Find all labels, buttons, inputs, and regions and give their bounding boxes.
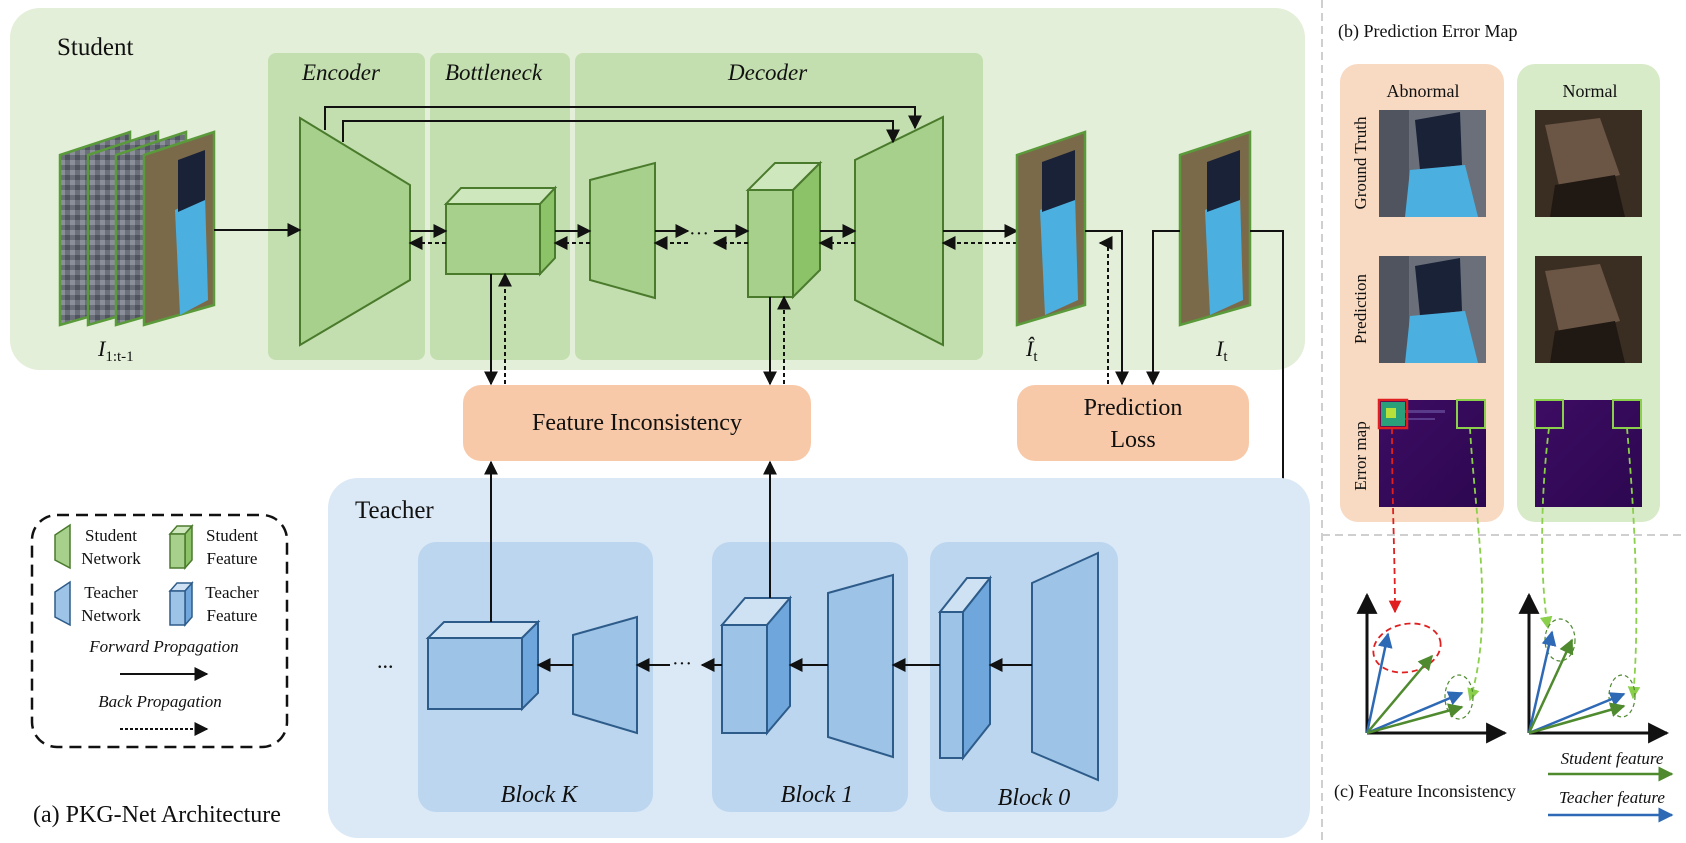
teacher-network-0 bbox=[1031, 551, 1099, 782]
decoder-stage-1 bbox=[589, 161, 656, 300]
legend-teacher-network-1: Teacher bbox=[84, 583, 138, 602]
loss-to-pred-back bbox=[1098, 236, 1113, 384]
decoder-feature bbox=[745, 160, 823, 300]
student-feature-legend-label: Student feature bbox=[1561, 749, 1664, 768]
legend-back-label: Back Propagation bbox=[98, 692, 222, 711]
block-0-label: Block 0 bbox=[998, 785, 1071, 811]
predicted-frame bbox=[1015, 130, 1087, 327]
feature-inconsistency-box bbox=[463, 385, 811, 461]
abnormal-highlight-green bbox=[1456, 399, 1486, 429]
gt-label: It bbox=[1215, 336, 1228, 365]
decoder-ellipsis: ··· bbox=[689, 223, 709, 245]
decoder-network bbox=[854, 115, 944, 347]
prediction-loss-box bbox=[1017, 385, 1249, 461]
abnormal-green-connector bbox=[1467, 427, 1484, 702]
feature-inconsistency-label: Feature Inconsistency bbox=[532, 410, 742, 436]
abnormal-feature-plot bbox=[1356, 592, 1508, 744]
abnormal-error-map bbox=[1379, 400, 1486, 507]
normal-left-connector bbox=[1539, 427, 1553, 630]
legend-teacher-feature-2: Feature bbox=[207, 606, 258, 625]
legend-forward-label: Forward Propagation bbox=[88, 637, 238, 656]
teacher-ellipsis-far: ... bbox=[377, 648, 394, 673]
legend-student-network-icon bbox=[54, 523, 71, 570]
legend-student-network-2: Network bbox=[81, 549, 141, 568]
encoder-network bbox=[299, 116, 411, 347]
bottleneck-feature bbox=[443, 185, 558, 277]
block-k-label: Block K bbox=[501, 782, 580, 808]
teacher-feature-0 bbox=[937, 575, 993, 761]
input-frames bbox=[58, 130, 216, 327]
ground-truth-frame bbox=[1178, 130, 1252, 327]
teacher-network-k bbox=[572, 615, 638, 735]
teacher-ellipsis-mid: ··· bbox=[672, 653, 692, 675]
pred-to-loss-arrow bbox=[1085, 230, 1129, 386]
encoder-label: Encoder bbox=[301, 60, 381, 85]
bottleneck-label: Bottleneck bbox=[445, 60, 543, 85]
caption-a: (a) PKG-Net Architecture bbox=[33, 802, 281, 828]
abnormal-gt-image bbox=[1379, 110, 1486, 217]
skip-connection-inner bbox=[342, 120, 900, 144]
normal-gt-image bbox=[1535, 110, 1642, 217]
legend-student-feature-2: Feature bbox=[207, 549, 258, 568]
legend-teacher-feature-1: Teacher bbox=[205, 583, 259, 602]
legend-teacher-network-2: Network bbox=[81, 606, 141, 625]
legend-student-network-1: Student bbox=[85, 526, 137, 545]
legend-teacher-feature-icon bbox=[168, 581, 194, 627]
normal-error-map bbox=[1535, 400, 1642, 507]
legend-box bbox=[30, 513, 289, 749]
block-1-label: Block 1 bbox=[781, 782, 854, 808]
caption-c: (c) Feature Inconsistency bbox=[1334, 781, 1516, 802]
red-connector bbox=[1388, 427, 1402, 614]
teacher-feature-1 bbox=[719, 595, 793, 736]
teacher-network-1 bbox=[827, 573, 894, 759]
decoder-label: Decoder bbox=[727, 60, 808, 85]
caption-b: (b) Prediction Error Map bbox=[1338, 21, 1517, 42]
skip-connection-outer bbox=[324, 106, 922, 130]
abnormal-label: Abnormal bbox=[1387, 81, 1460, 101]
input-label: I1:t-1 bbox=[97, 336, 134, 365]
normal-feature-plot bbox=[1518, 592, 1670, 744]
teacher-feature-k bbox=[425, 619, 541, 712]
abnormal-pred-image bbox=[1379, 256, 1486, 363]
pred-label: Ît bbox=[1025, 336, 1038, 365]
abnormal-highlight-red bbox=[1377, 398, 1409, 430]
teacher-feature-legend-label: Teacher feature bbox=[1559, 788, 1665, 807]
legend-student-feature-icon bbox=[168, 524, 194, 570]
prediction-loss-label-2: Loss bbox=[1110, 427, 1155, 453]
legend-student-feature-1: Student bbox=[206, 526, 258, 545]
prediction-loss-label-1: Prediction bbox=[1084, 395, 1183, 421]
row-label-err: Error map bbox=[1351, 421, 1370, 490]
teacher-title: Teacher bbox=[355, 497, 434, 524]
row-label-gt: Ground Truth bbox=[1351, 116, 1370, 210]
normal-right-connector bbox=[1626, 427, 1641, 700]
student-title: Student bbox=[57, 34, 133, 61]
normal-pred-image bbox=[1535, 256, 1642, 363]
normal-label: Normal bbox=[1563, 81, 1618, 101]
legend-teacher-network-icon bbox=[54, 580, 71, 627]
row-label-pred: Prediction bbox=[1351, 274, 1370, 344]
gt-to-loss-arrow bbox=[1146, 230, 1180, 386]
